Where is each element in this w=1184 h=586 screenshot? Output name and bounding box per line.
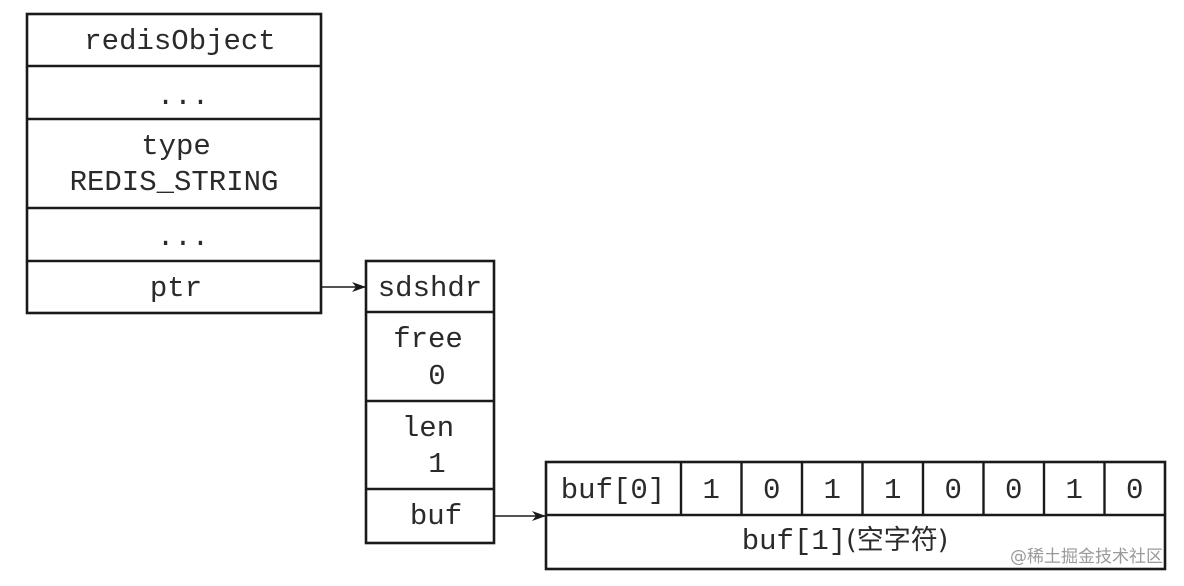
sdshdr-box: sdshdr free 0 len 1 buf (364, 259, 496, 545)
redis-object-box: redisObject ... type REDIS_STRING ... pt… (25, 12, 323, 315)
buf1-note: (空字符) (846, 525, 948, 556)
type-field-value: REDIS_STRING (70, 166, 279, 199)
type-field-label: type (141, 130, 211, 163)
bit-cell-0: 1 (703, 474, 720, 507)
free-field-value: 0 (428, 360, 445, 393)
bit-cells: 1 0 1 1 0 0 1 0 (703, 474, 1144, 507)
redis-object-ellipsis-1: ... (157, 80, 209, 113)
bit-cell-2: 1 (824, 474, 841, 507)
ptr-field: ptr (150, 272, 202, 305)
redis-object-frame (25, 12, 323, 315)
len-field-value: 1 (428, 448, 445, 481)
redis-object-title: redisObject (84, 25, 275, 58)
bit-cell-3: 1 (884, 474, 901, 507)
len-field-label: len (402, 412, 454, 445)
bit-dividers (679, 462, 1106, 515)
buffer-box: buf[0] 1 0 1 1 0 0 1 0 buf[1](空字符) @稀土掘金技术社区 (544, 460, 1167, 571)
free-field-label: free (393, 323, 463, 356)
buf0-label: buf[0] (561, 474, 665, 507)
bit-cell-7: 0 (1126, 474, 1143, 507)
bit-cell-4: 0 (945, 474, 962, 507)
watermark: @稀土掘金技术社区 (1010, 547, 1163, 567)
bit-cell-5: 0 (1005, 474, 1022, 507)
bit-cell-1: 0 (763, 474, 780, 507)
bit-cell-6: 1 (1066, 474, 1083, 507)
sdshdr-title: sdshdr (378, 272, 482, 305)
buf-field: buf (410, 500, 462, 533)
buf1-label: buf[1](空字符) (742, 525, 949, 558)
redis-object-ellipsis-2: ... (157, 221, 209, 254)
buf1-prefix: buf[1] (742, 525, 846, 558)
